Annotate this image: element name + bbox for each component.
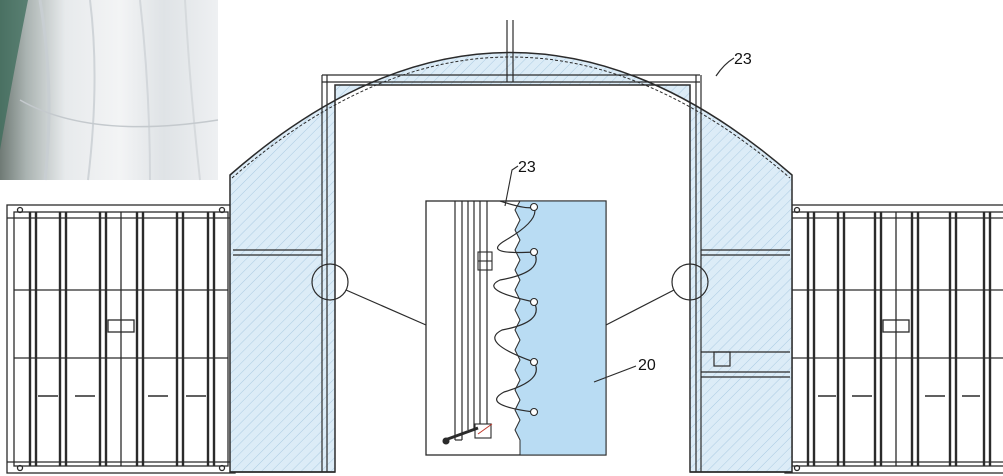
callout-top-arch: 23 <box>734 51 752 68</box>
fabric-photo <box>0 0 219 181</box>
callout-detail-rope: 23 <box>518 159 536 176</box>
right-container <box>784 204 1003 474</box>
callout-detail-panel: 20 <box>638 357 656 374</box>
detail-inset <box>425 165 637 456</box>
left-container <box>6 204 236 474</box>
detail-markers <box>311 263 709 326</box>
arch-end-wall <box>229 20 793 473</box>
callout-leader-top <box>715 57 735 77</box>
